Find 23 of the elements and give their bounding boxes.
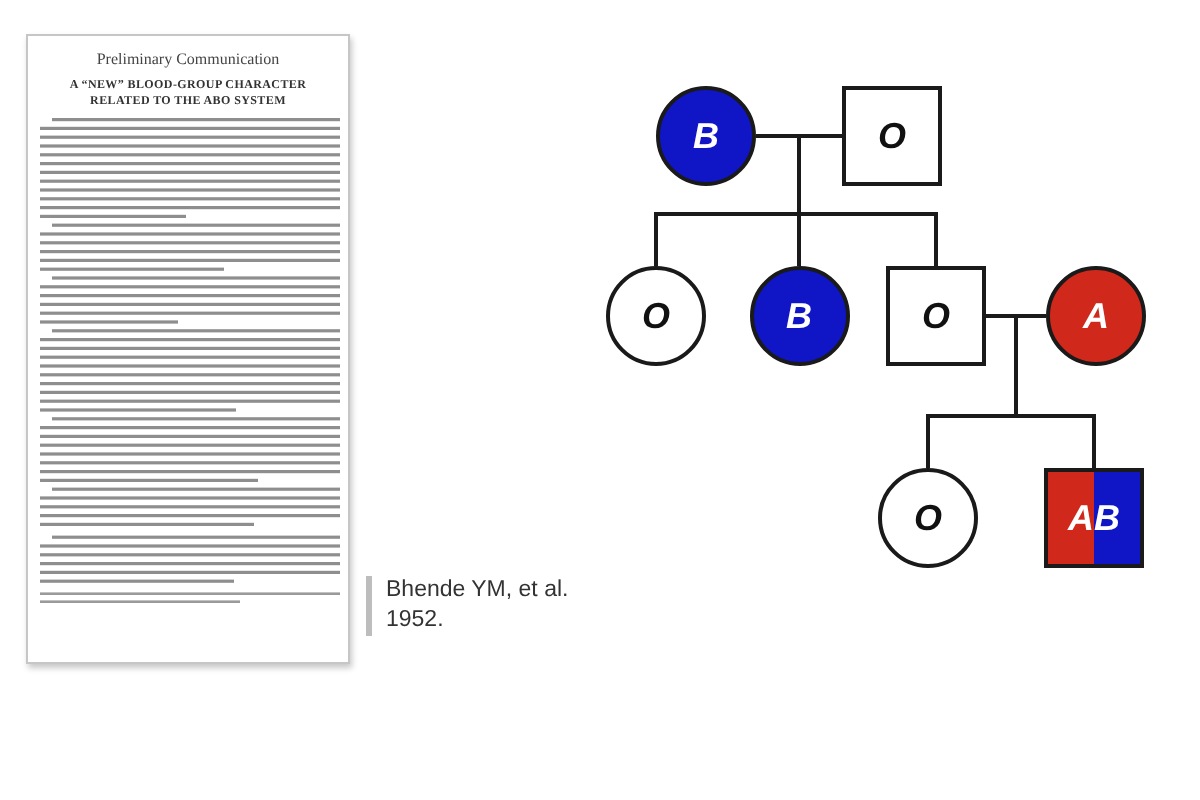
male-square [886, 266, 986, 366]
blood-group-label: O [921, 298, 950, 334]
descent-line [797, 214, 801, 266]
female-circle [656, 86, 756, 186]
citation-text: Bhende YM, et al. 1952. [366, 576, 610, 636]
female-circle [606, 266, 706, 366]
blood-group-label: B [693, 118, 719, 154]
blood-group-label: O [877, 118, 906, 154]
page-heading: Preliminary Communication [94, 50, 282, 68]
female-circle [749, 266, 849, 366]
female-circle [878, 468, 978, 568]
descent-line [1016, 414, 1096, 468]
descent-line [1014, 318, 1018, 416]
blood-group-label: B [786, 298, 812, 334]
mating-line [986, 314, 1046, 318]
female-circle [1046, 266, 1146, 366]
blood-group-label: O [913, 500, 942, 536]
descent-line [926, 414, 1016, 468]
journal-page [26, 34, 350, 664]
blood-group-label: O [641, 298, 670, 334]
descent-line [799, 212, 938, 266]
male-square [842, 86, 942, 186]
blood-group-label: A [1083, 298, 1109, 334]
